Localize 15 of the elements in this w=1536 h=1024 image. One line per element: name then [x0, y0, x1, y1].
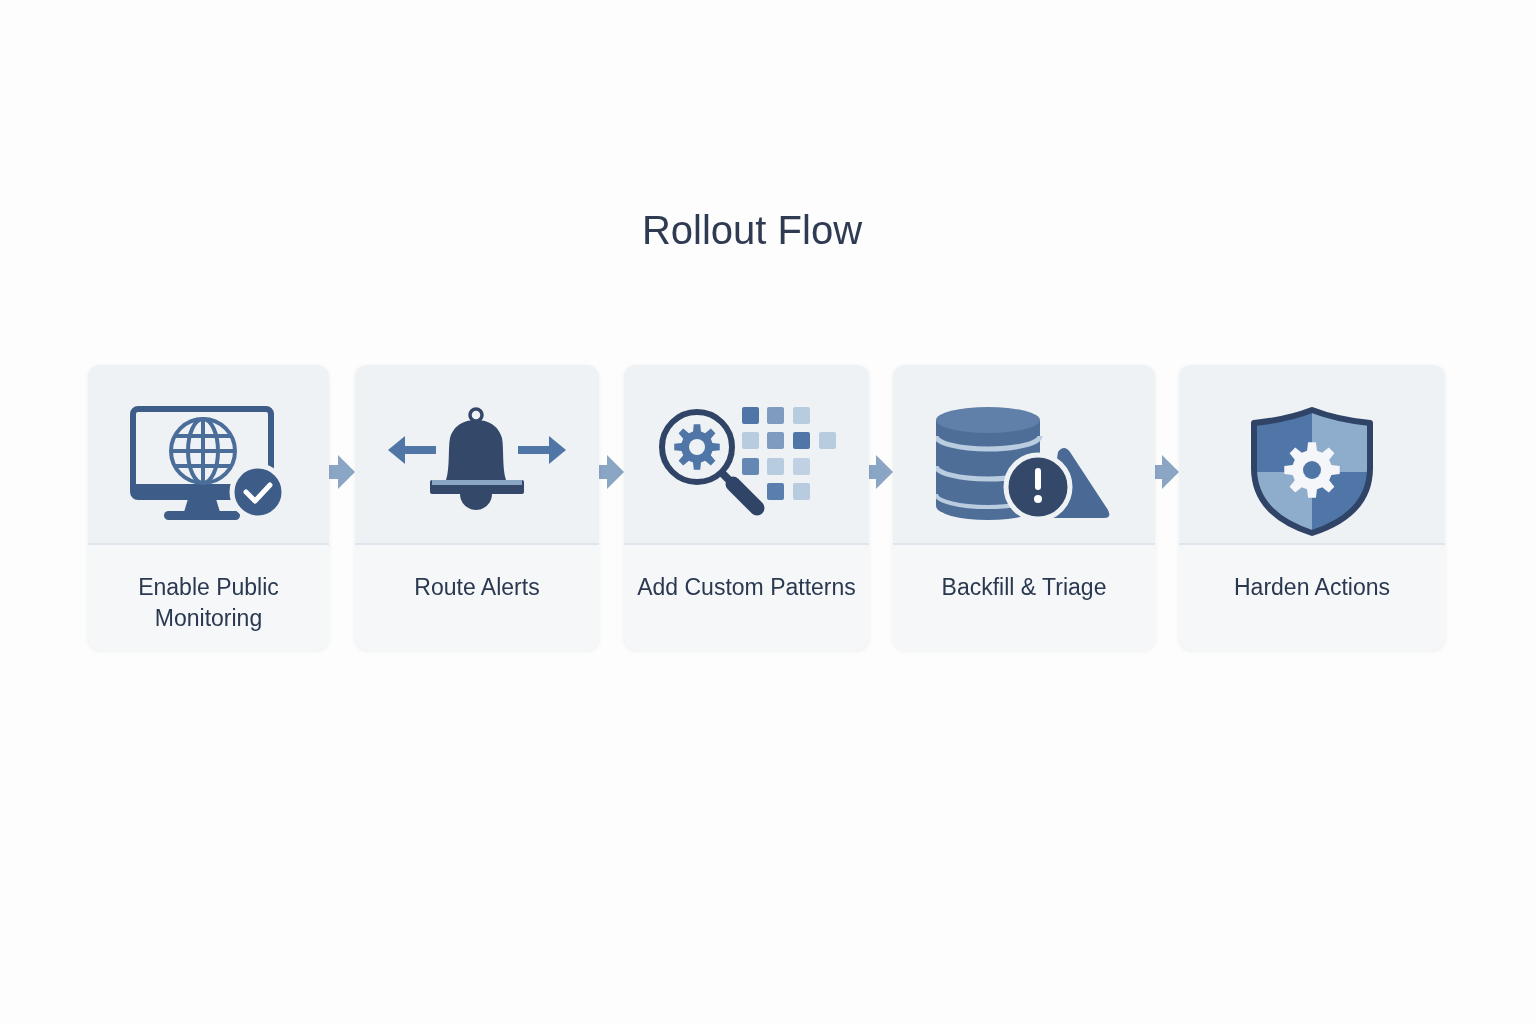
- arrow: [329, 455, 355, 489]
- arrow: [599, 455, 624, 489]
- step-card: [355, 365, 599, 650]
- step-label: Enable Public Monitoring: [137, 573, 280, 633]
- step-label: Backfill & Triage: [941, 573, 1107, 602]
- step-card: [624, 365, 869, 650]
- arrow: [869, 455, 893, 489]
- step-card: [893, 365, 1155, 650]
- step-label: Route Alerts: [414, 573, 540, 602]
- step-card: [1179, 365, 1445, 650]
- step-label: Add Custom Patterns: [637, 573, 856, 602]
- diagram-title: Rollout Flow: [641, 207, 863, 254]
- step-card: [88, 365, 329, 650]
- step-label: Harden Actions: [1234, 573, 1390, 602]
- arrow: [1155, 455, 1179, 489]
